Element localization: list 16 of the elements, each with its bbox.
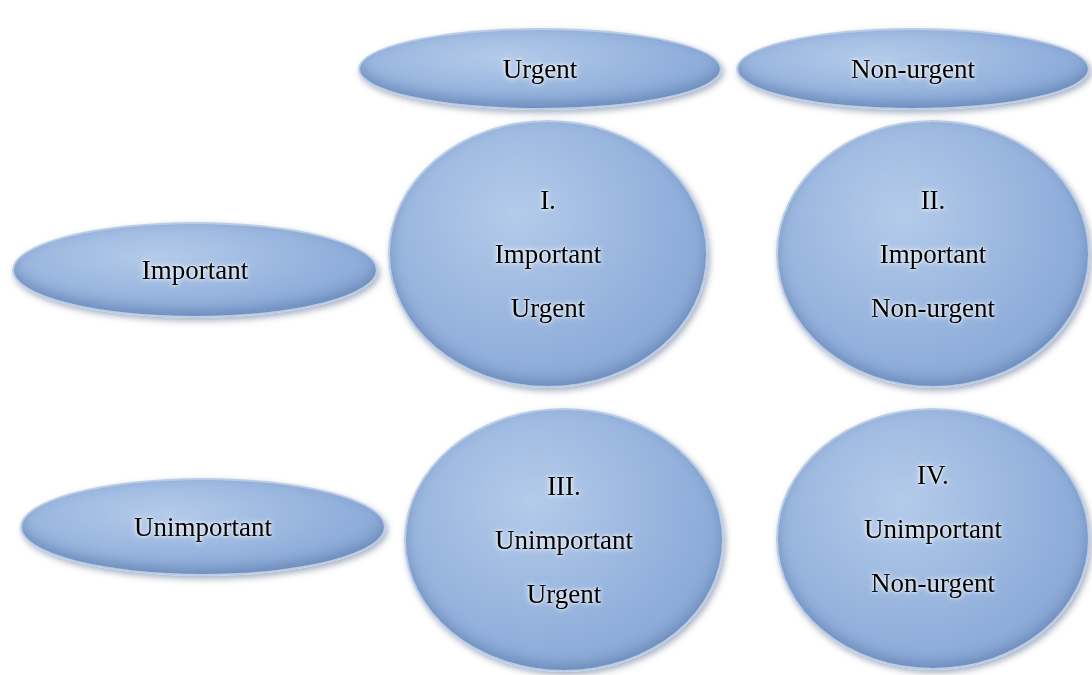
node-text: Urgent: [502, 53, 578, 86]
node-text: Unimportant: [495, 524, 633, 557]
node-text: IV.: [917, 459, 949, 492]
node-text: Urgent: [526, 578, 602, 611]
node-text: Non-urgent: [851, 53, 975, 86]
node-text: Unimportant: [134, 511, 272, 544]
node-text: Important: [141, 254, 249, 287]
node-text: III.: [547, 470, 581, 503]
node-text: Non-urgent: [871, 567, 995, 600]
node-text: Non-urgent: [871, 292, 995, 325]
node-text: Important: [879, 238, 987, 271]
node-text: Unimportant: [864, 513, 1002, 546]
node-text: II.: [920, 184, 946, 217]
node-text: Important: [494, 238, 602, 271]
node-text: I.: [540, 184, 556, 217]
node-text: Urgent: [510, 292, 586, 325]
